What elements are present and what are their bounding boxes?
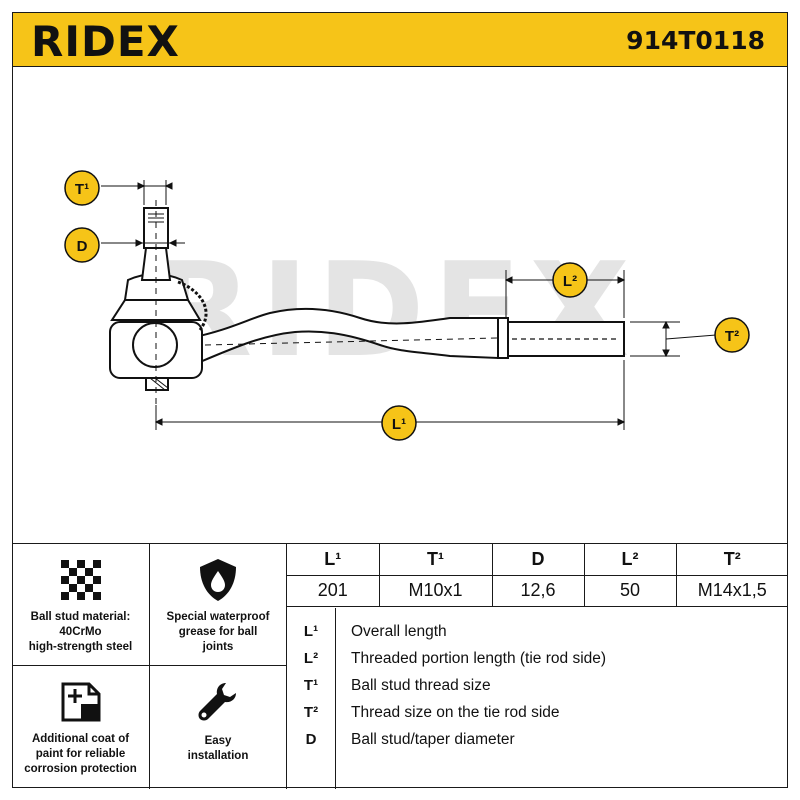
spec-header-l2: L² xyxy=(584,544,677,576)
spec-value-d: 12,6 xyxy=(492,575,585,607)
boot-clip xyxy=(177,280,208,331)
legend-desc: Thread size on the tie rod side xyxy=(351,704,560,721)
legend-code: L² xyxy=(303,650,319,667)
svg-text:L²: L² xyxy=(563,273,577,290)
callout-t1: T¹ xyxy=(64,170,100,206)
spec-value-l2: 50 xyxy=(584,575,677,607)
feature-label: Ball stud material: 40CrMo high-strength… xyxy=(28,611,133,653)
feature-waterproof-grease: Special waterproof grease for ball joint… xyxy=(150,544,287,666)
spec-header-t1: T¹ xyxy=(379,544,493,576)
legend-row: L² Threaded portion length (tie rod side… xyxy=(287,647,788,674)
rod-collar xyxy=(497,317,509,359)
thread-t2-section xyxy=(505,321,625,357)
spec-header-t2: T² xyxy=(676,544,788,576)
spec-value-l1: 201 xyxy=(287,575,380,607)
legend-code: L¹ xyxy=(303,623,319,640)
tie-rod-end-drawing: RIDEX xyxy=(64,170,750,441)
legend-row: T² Thread size on the tie rod side xyxy=(287,701,788,728)
callout-d: D xyxy=(64,227,100,263)
wrench-icon xyxy=(150,676,286,728)
shield-drop-icon xyxy=(150,554,286,606)
spec-value-t1: M10x1 xyxy=(379,575,493,607)
paint-plus-icon xyxy=(12,676,149,728)
dimension-d xyxy=(101,239,185,247)
svg-text:L¹: L¹ xyxy=(392,416,406,433)
part-number: 914T0118 xyxy=(626,26,765,55)
legend-desc: Ball stud/taper diameter xyxy=(351,731,515,748)
dimension-t1 xyxy=(101,180,173,205)
spec-table: L¹ T¹ D L² T² 201 M10x1 12,6 50 M14x1,5 xyxy=(287,544,788,607)
watermark-text: RIDEX xyxy=(152,234,637,386)
svg-text:D: D xyxy=(77,238,88,255)
header-bar: RIDEX 914T0118 xyxy=(12,12,788,67)
legend-desc: Overall length xyxy=(351,623,447,640)
spec-header-l1: L¹ xyxy=(287,544,380,576)
feature-easy-installation: Easy installation xyxy=(150,666,287,789)
callout-l2: L² xyxy=(552,262,588,298)
dimension-legend: L¹ Overall length L² Threaded portion le… xyxy=(287,608,788,789)
ball-stud xyxy=(140,200,172,405)
legend-desc: Threaded portion length (tie rod side) xyxy=(351,650,607,667)
feature-label: Special waterproof grease for ball joint… xyxy=(166,611,270,653)
spec-value-row: 201 M10x1 12,6 50 M14x1,5 xyxy=(287,575,788,607)
brand-logo: RIDEX xyxy=(31,17,180,66)
info-section: Ball stud material: 40CrMo high-strength… xyxy=(12,543,788,789)
svg-text:T²: T² xyxy=(725,328,739,345)
legend-code: T¹ xyxy=(303,677,319,694)
svg-text:T¹: T¹ xyxy=(75,181,89,198)
feature-paint-coat: Additional coat of paint for reliable co… xyxy=(12,666,150,789)
feature-label: Easy installation xyxy=(187,735,249,762)
legend-code: T² xyxy=(303,704,319,721)
legend-row: D Ball stud/taper diameter xyxy=(287,728,788,755)
legend-code: D xyxy=(305,731,317,748)
callout-l1: L¹ xyxy=(381,405,417,441)
dimension-t2 xyxy=(630,320,717,358)
feature-label: Additional coat of paint for reliable co… xyxy=(24,733,137,775)
spec-value-t2: M14x1,5 xyxy=(676,575,788,607)
spec-header-row: L¹ T¹ D L² T² xyxy=(287,544,788,576)
legend-separator xyxy=(335,608,336,789)
grid-pattern-icon xyxy=(12,554,149,606)
rod-centerline xyxy=(204,337,499,346)
legend-row: L¹ Overall length xyxy=(287,620,788,647)
feature-ball-stud-material: Ball stud material: 40CrMo high-strength… xyxy=(12,544,150,666)
spec-header-d: D xyxy=(492,544,585,576)
legend-desc: Ball stud thread size xyxy=(351,677,491,694)
callout-t2: T² xyxy=(714,317,750,353)
legend-row: T¹ Ball stud thread size xyxy=(287,674,788,701)
